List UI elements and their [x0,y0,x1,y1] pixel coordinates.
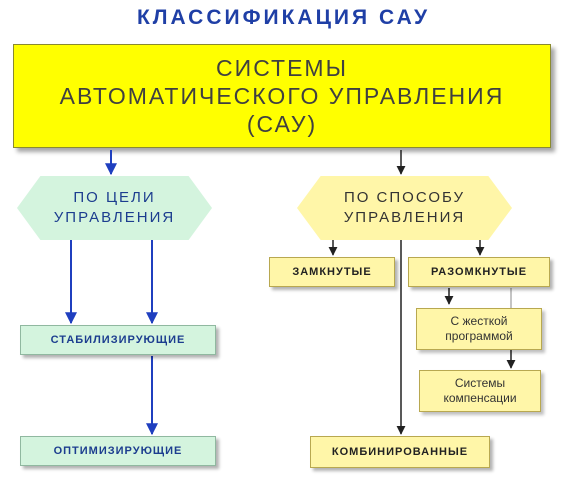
root-line-1: СИСТЕМЫ [216,55,348,81]
node-open: РАЗОМКНУТЫЕ [408,257,550,287]
rigid-program-line-1: С жесткой [450,314,508,328]
by-goal-line-1: ПО ЦЕЛИ [73,189,156,206]
node-optimizing: ОПТИМИЗИРУЮЩИЕ [20,436,216,466]
node-stabilizing: СТАБИЛИЗИРУЮЩИЕ [20,325,216,355]
rigid-program-line-2: программой [445,329,513,343]
compensation-line-1: Системы [454,376,506,390]
root-line-2: АВТОМАТИЧЕСКОГО УПРАВЛЕНИЯ [59,83,505,109]
root-node-sau: СИСТЕМЫ АВТОМАТИЧЕСКОГО УПРАВЛЕНИЯ (САУ) [13,44,551,148]
by-goal-line-2: УПРАВЛЕНИЯ [53,209,176,226]
node-combined: КОМБИНИРОВАННЫЕ [310,436,490,468]
compensation-line-2: компенсации [443,391,517,405]
by-method-line-1: ПО СПОСОБУ [343,189,466,206]
diagram-title: КЛАССИФИКАЦИЯ САУ [136,6,431,29]
by-method-line-2: УПРАВЛЕНИЯ [343,209,466,226]
node-compensation: Системы компенсации [419,370,541,412]
node-closed: ЗАМКНУТЫЕ [269,257,395,287]
root-line-3: (САУ) [246,111,318,137]
node-rigid-program: С жесткой программой [416,308,542,350]
node-by-method: ПО СПОСОБУ УПРАВЛЕНИЯ [297,176,512,240]
node-by-goal: ПО ЦЕЛИ УПРАВЛЕНИЯ [17,176,212,240]
